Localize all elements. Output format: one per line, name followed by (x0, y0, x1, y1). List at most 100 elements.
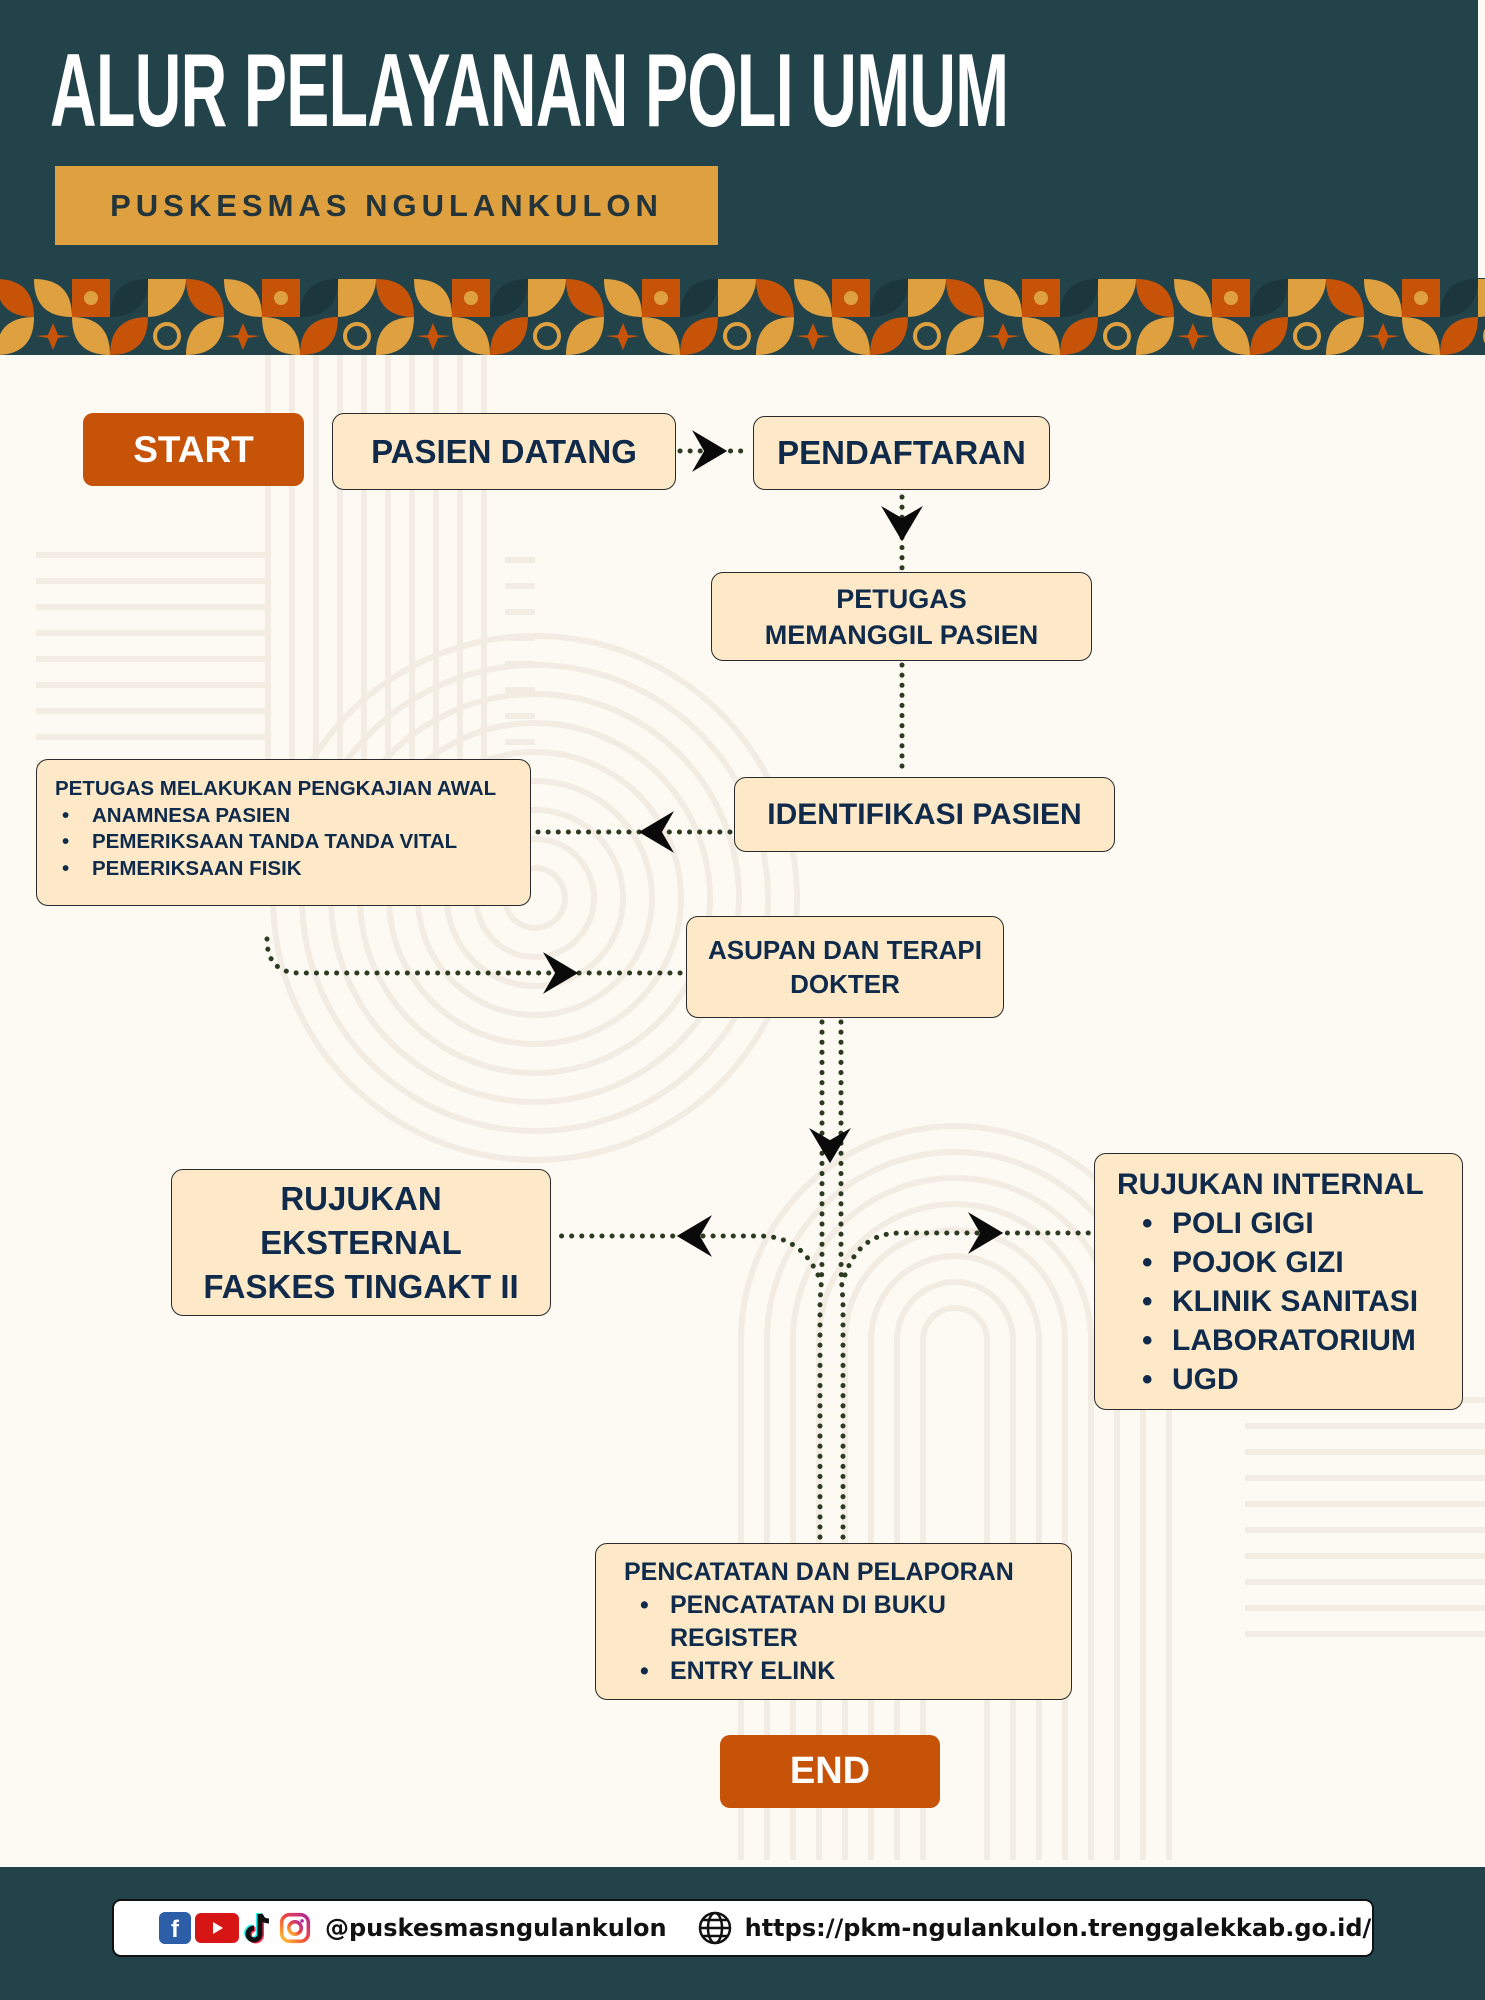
step-pengkajian-awal: PETUGAS MELAKUKAN PENGKAJIAN AWAL ANAMNE… (36, 759, 531, 906)
pattern-leaf (186, 317, 224, 355)
footer-contact-bar: f @puskesmasngulankulon https://pkm-n (112, 1899, 1374, 1957)
list-item: PEMERIKSAAN FISIK (62, 856, 530, 883)
step-rujukan-internal: RUJUKAN INTERNAL POLI GIGI POJOK GIZI KL… (1094, 1153, 1463, 1410)
pattern-leaf (1060, 279, 1098, 317)
pattern-leaf (300, 317, 338, 355)
step-label: IDENTIFIKASI PASIEN (767, 797, 1082, 831)
pattern-leaf (224, 279, 262, 317)
list-item: ENTRY ELINK (640, 1655, 990, 1688)
pattern-leaf (452, 317, 490, 355)
end-terminal: END (720, 1735, 940, 1808)
step-label: PENDAFTARAN (777, 434, 1026, 471)
pattern-leaf (0, 317, 34, 355)
pattern-leaf (34, 279, 72, 317)
pattern-quarter (908, 279, 946, 317)
header-edge (1478, 0, 1485, 290)
pattern-star (606, 323, 640, 350)
pattern-leaf (1136, 317, 1174, 355)
step-pencatatan-pelaporan: PENCATATAN DAN PELAPORAN PENCATATAN DI B… (595, 1543, 1072, 1700)
pattern-leaf (1060, 317, 1098, 355)
pattern-dot (274, 291, 288, 305)
pattern-ring (343, 322, 371, 350)
pattern-ring (533, 322, 561, 350)
pattern-leaf (566, 317, 604, 355)
step-title: RUJUKAN INTERNAL (1117, 1167, 1424, 1201)
list-item: KLINIK SANITASI (1142, 1282, 1462, 1321)
pattern-leaf (1326, 317, 1364, 355)
pattern-dot (844, 291, 858, 305)
instagram-icon[interactable] (279, 1912, 311, 1944)
pattern-leaf (1212, 317, 1250, 355)
pattern-leaf (1440, 317, 1478, 355)
pattern-dot (84, 291, 98, 305)
pattern-quarter (148, 279, 186, 317)
social-handle[interactable]: @puskesmasngulankulon (325, 1914, 667, 1942)
pattern-leaf (984, 279, 1022, 317)
list-item: PENCATATAN DI BUKU REGISTER (640, 1589, 990, 1655)
list-item: POJOK GIZI (1142, 1243, 1462, 1282)
svg-text:f: f (171, 1916, 180, 1943)
pattern-star (36, 323, 70, 350)
pattern-dot (464, 291, 478, 305)
pattern-leaf (946, 317, 984, 355)
step-label-line: DOKTER (790, 969, 900, 999)
pengkajian-list: ANAMNESA PASIEN PEMERIKSAAN TANDA TANDA … (55, 803, 530, 883)
pattern-leaf (186, 279, 224, 317)
subtitle-text: PUSKESMAS NGULANKULON (110, 187, 663, 223)
pattern-star (796, 323, 830, 350)
step-label-line: RUJUKAN (280, 1179, 442, 1217)
pattern-leaf (1022, 317, 1060, 355)
pattern-dot (1034, 291, 1048, 305)
start-terminal: START (83, 413, 304, 486)
start-label: START (133, 428, 254, 470)
pattern-star (226, 323, 260, 350)
rujukan-internal-list: POLI GIGI POJOK GIZI KLINIK SANITASI LAB… (1117, 1204, 1462, 1399)
pattern-star (986, 323, 1020, 350)
pattern-quarter (1098, 279, 1136, 317)
pattern-leaf (376, 317, 414, 355)
pattern-leaf (680, 279, 718, 317)
pattern-star (416, 323, 450, 350)
pattern-leaf (1326, 279, 1364, 317)
pattern-star (1176, 323, 1210, 350)
pattern-leaf (490, 317, 528, 355)
pattern-leaf (72, 317, 110, 355)
pattern-leaf (870, 279, 908, 317)
tiktok-icon[interactable] (243, 1912, 275, 1944)
bg-arch (842, 1227, 1068, 1860)
globe-icon (697, 1910, 733, 1946)
website-link[interactable]: https://pkm-ngulankulon.trenggalekkab.go… (744, 1914, 1372, 1942)
step-identifikasi-pasien: IDENTIFIKASI PASIEN (734, 777, 1115, 852)
pattern-leaf (756, 279, 794, 317)
decorative-pattern-band (0, 278, 1485, 355)
facebook-icon[interactable]: f (159, 1912, 191, 1944)
pattern-leaf (680, 317, 718, 355)
pattern-ring (1293, 322, 1321, 350)
social-icons: f (159, 1912, 315, 1944)
pattern-leaf (1364, 279, 1402, 317)
youtube-icon[interactable] (195, 1913, 239, 1943)
bg-arch (894, 1279, 1016, 1860)
pattern-leaf (490, 279, 528, 317)
pattern-leaf (1440, 279, 1478, 317)
pattern-quarter (1288, 279, 1326, 317)
pattern-leaf (110, 279, 148, 317)
pattern-leaf (566, 279, 604, 317)
bg-arch (920, 1305, 990, 1860)
page-title: ALUR PELAYANAN POLI UMUM (50, 33, 1009, 149)
pattern-leaf (376, 279, 414, 317)
pattern-leaf (832, 317, 870, 355)
list-item: UGD (1142, 1360, 1462, 1399)
pattern-quarter (528, 279, 566, 317)
step-pendaftaran: PENDAFTARAN (753, 416, 1050, 490)
list-item: LABORATORIUM (1142, 1321, 1462, 1360)
step-label-line: EKSTERNAL (260, 1223, 462, 1261)
step-label: PASIEN DATANG (371, 432, 637, 470)
pattern-ring (153, 322, 181, 350)
step-title: PENCATATAN DAN PELAPORAN (624, 1557, 1014, 1586)
pattern-ring (723, 322, 751, 350)
pencatatan-list: PENCATATAN DI BUKU REGISTER ENTRY ELINK (624, 1589, 990, 1688)
pattern-leaf (1136, 279, 1174, 317)
pattern-leaf (262, 317, 300, 355)
subtitle-banner: PUSKESMAS NGULANKULON (55, 166, 718, 245)
